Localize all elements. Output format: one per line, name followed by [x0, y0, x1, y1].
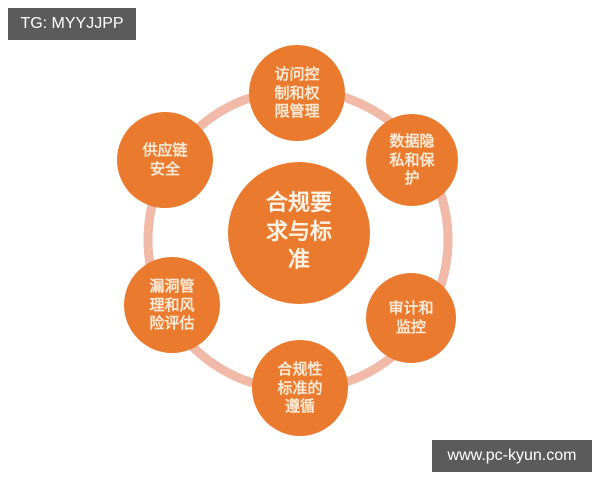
node-label: 合规性 标准的 遵循 — [277, 359, 323, 416]
watermark-top-left: TG: MYYJJPP — [8, 8, 136, 40]
node-label: 供应链 安全 — [142, 141, 188, 178]
node-label: 访问控 制和权 限管理 — [274, 64, 320, 121]
node-label: 审计和 监控 — [388, 299, 434, 336]
node-audit-monitoring: 审计和 监控 — [366, 273, 456, 363]
node-vulnerability-risk: 漏洞管 理和风 险评估 — [124, 257, 220, 353]
node-access-control: 访问控 制和权 限管理 — [249, 45, 345, 141]
center-node-label: 合规要 求与标 准 — [265, 191, 332, 274]
node-label: 数据隐 私和保 护 — [389, 131, 435, 188]
node-label: 漏洞管 理和风 险评估 — [149, 276, 195, 333]
watermark-bottom-right: www.pc-kyun.com — [432, 440, 592, 472]
node-data-privacy: 数据隐 私和保 护 — [366, 114, 458, 206]
node-supply-chain-security: 供应链 安全 — [117, 112, 213, 208]
center-node-compliance-standards: 合规要 求与标 准 — [228, 162, 370, 304]
node-standards-compliance: 合规性 标准的 遵循 — [252, 340, 348, 436]
